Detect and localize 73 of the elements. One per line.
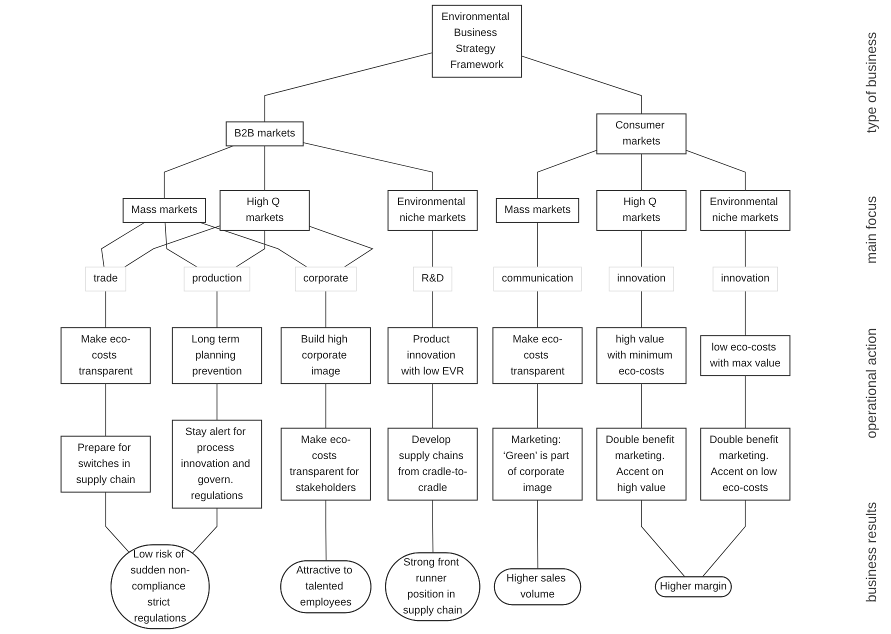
connector	[302, 142, 434, 191]
connector	[325, 500, 327, 562]
node-box: low eco-costs with max value	[700, 335, 790, 376]
node-box: High Q markets	[220, 190, 310, 231]
connector	[325, 383, 326, 429]
node-box: Consumer markets	[596, 113, 687, 154]
node-box: Marketing: ‘Green’ is part of corporate image	[492, 428, 583, 501]
node-box: Double benefit marketing. Accent on low eco-costs	[700, 428, 790, 501]
connector	[641, 290, 642, 328]
connector	[235, 230, 266, 268]
node-box: High Q markets	[596, 190, 687, 231]
connector	[264, 145, 266, 191]
connector	[325, 290, 326, 328]
node-box: Double benefit marketing. Accent on high value	[596, 428, 687, 501]
connector	[200, 222, 308, 268]
connector	[537, 290, 538, 328]
connector	[105, 383, 106, 437]
connector	[537, 222, 538, 268]
node-box: Make eco-costs transparent	[60, 327, 151, 384]
row-label: type of business	[863, 32, 879, 133]
connector	[264, 52, 433, 122]
connector	[432, 230, 434, 268]
node-box: Build high corporate image	[280, 327, 371, 384]
connector	[744, 290, 746, 336]
connector	[537, 383, 538, 429]
connector	[101, 222, 146, 268]
connector	[641, 500, 686, 578]
connector	[744, 230, 746, 268]
connector	[686, 150, 746, 191]
connector	[702, 500, 746, 578]
connector	[164, 145, 234, 199]
node-box: corporate	[294, 266, 357, 292]
connector	[105, 492, 130, 554]
row-label: main focus	[863, 196, 879, 264]
row-label: business results	[863, 502, 879, 602]
node-box: trade	[85, 266, 126, 292]
node-box: B2B markets	[226, 121, 304, 146]
node-box: Stay alert for process innovation and govern. regulations	[172, 420, 262, 509]
node-box: Make eco-costs transparent	[492, 327, 583, 384]
node-box: Long term planning prevention	[172, 327, 262, 384]
node-box: communication	[493, 266, 582, 292]
connector	[124, 225, 220, 268]
node-box: Product innovation with low EVR	[388, 327, 478, 384]
connector	[641, 383, 642, 429]
connector	[432, 290, 434, 328]
node-box: Environmental Business Strategy Framework	[432, 4, 522, 78]
node-box: high value with minimum eco-costs	[596, 327, 687, 384]
node-box: Environmental niche markets	[700, 190, 790, 231]
node-box: Develop supply chains from cradle-to-cradle	[388, 428, 478, 501]
connector	[192, 508, 218, 554]
node-box: Make eco-costs transparent for stakeholders	[280, 428, 371, 501]
connector	[744, 375, 746, 429]
connector	[216, 383, 218, 421]
connector	[537, 500, 538, 570]
connector	[521, 56, 642, 114]
node-box: production	[184, 266, 250, 292]
connector	[432, 383, 434, 429]
connector	[164, 222, 198, 268]
node-box: Mass markets	[122, 198, 206, 223]
connector	[641, 153, 642, 191]
node-box: innovation	[712, 266, 778, 292]
node-box: Prepare for switches in supply chain	[60, 436, 151, 493]
connector	[216, 290, 218, 328]
node-box: Mass markets	[496, 198, 580, 223]
connector	[537, 150, 598, 199]
node-box: innovation	[608, 266, 674, 292]
connector	[105, 290, 106, 328]
connector	[641, 230, 642, 268]
node-box: R&D	[413, 266, 452, 292]
connector	[432, 500, 434, 554]
connector	[308, 226, 374, 268]
node-box: Environmental niche markets	[388, 190, 478, 231]
row-label: operational action	[863, 328, 879, 438]
